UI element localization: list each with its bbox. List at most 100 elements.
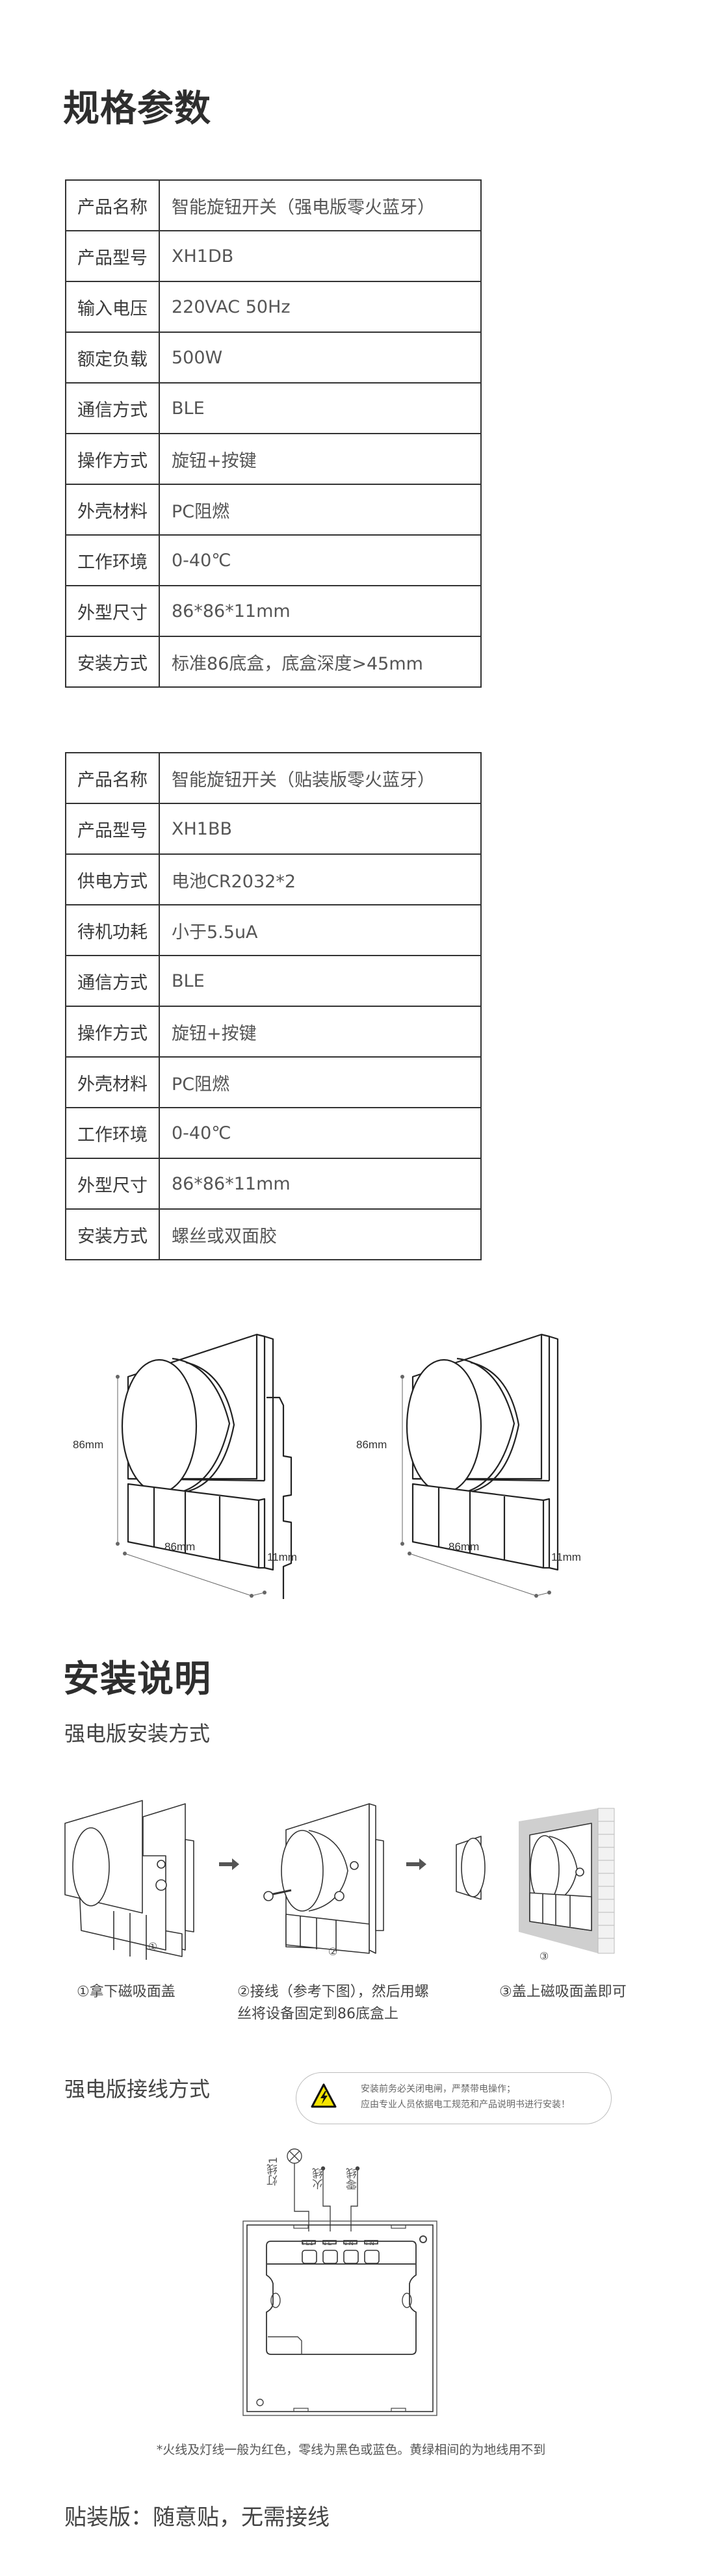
neutral-wire-label: 零线 [346, 2168, 359, 2190]
spec-key: 工作环境 [65, 534, 160, 586]
spec-key: 产品型号 [65, 803, 160, 855]
spec-value: 旋钮+按键 [159, 1006, 482, 1058]
install-step-3-caption: ③盖上磁吸面盖即可 [499, 1984, 627, 2000]
install-step-2-caption-line1: ②接线（参考下图），然后用螺 [237, 1984, 429, 2000]
spec-value: 螺丝或双面胶 [159, 1208, 482, 1260]
spec-row: 操作方式旋钮+按键 [65, 433, 482, 485]
arrow-icon [406, 1858, 426, 1870]
spec-value: XH1BB [159, 803, 482, 855]
install-step-2-illustration: ② [263, 1803, 384, 1958]
spec-key: 工作环境 [65, 1107, 160, 1159]
terminal-label-l: ↓L [322, 2240, 332, 2247]
spec-value: 86*86*11mm [159, 1158, 482, 1210]
spec-row: 操作方式旋钮+按键 [65, 1006, 482, 1058]
dimension-diagram-strong [116, 1333, 292, 1599]
terminal-label-l1: ↑L1 [300, 2240, 314, 2247]
svg-text:③: ③ [540, 1950, 549, 1962]
install-section-title: 安装说明 [63, 1658, 211, 1700]
safety-warning-line2: 应由专业人员依据电工规范和产品说明书进行安装！ [361, 2100, 570, 2110]
spec-key: 外型尺寸 [65, 1158, 160, 1210]
spec-row: 产品名称智能旋钮开关（强电版零火蓝牙） [65, 179, 482, 231]
spec-key: 操作方式 [65, 433, 160, 485]
spec-value: 电池CR2032*2 [159, 853, 482, 905]
safety-warning-line1: 安装前务必关闭电闸，严禁带电操作； [361, 2084, 515, 2094]
spec-row: 产品名称智能旋钮开关（贴装版零火蓝牙） [65, 752, 482, 804]
width-dimension-label: 86mm [448, 1541, 480, 1553]
spec-value: XH1DB [159, 230, 482, 282]
height-dimension-label: 86mm [73, 1438, 104, 1451]
spec-value: BLE [159, 955, 482, 1007]
spec-value: 标准86底盒，底盒深度>45mm [159, 636, 482, 688]
install-step-2-caption-line2: 丝将设备固定到86底盒上 [237, 2006, 398, 2022]
safety-warning-text: 安装前务必关闭电闸，严禁带电操作； 应由专业人员依据电工规范和产品说明书进行安装… [361, 2081, 570, 2113]
spec-key: 待机功耗 [65, 904, 160, 956]
spec-value: PC阻燃 [159, 1056, 482, 1108]
spec-value: 500W [159, 332, 482, 384]
spec-value: 智能旋钮开关（强电版零火蓝牙） [159, 179, 482, 231]
spec-value: 小于5.5uA [159, 904, 482, 956]
spec-row: 供电方式电池CR2032*2 [65, 853, 482, 905]
spec-value: 0-40℃ [159, 1107, 482, 1159]
arrow-icon [219, 1858, 239, 1870]
spec-key: 输入电压 [65, 281, 160, 333]
spec-value: 220VAC 50Hz [159, 281, 482, 333]
spec-value: BLE [159, 382, 482, 434]
live-wire-label: 火线 [313, 2168, 326, 2190]
spec-value: 智能旋钮开关（贴装版零火蓝牙） [159, 752, 482, 804]
height-dimension-label: 86mm [356, 1438, 387, 1451]
wiring-diagram [242, 2148, 437, 2416]
lamp-icon [287, 2148, 302, 2164]
install-step-1-caption: ①拿下磁吸面盖 [77, 1984, 176, 2000]
wiring-subtitle: 强电版接线方式 [64, 2077, 211, 2101]
spec-key: 外型尺寸 [65, 585, 160, 637]
spec-key: 安装方式 [65, 636, 160, 688]
safety-warning-banner [296, 2072, 612, 2124]
spec-value: 86*86*11mm [159, 585, 482, 637]
spec-value: 旋钮+按键 [159, 433, 482, 485]
spec-key: 额定负载 [65, 332, 160, 384]
spec-row: 待机功耗小于5.5uA [65, 904, 482, 956]
terminal-label-n-out: ↑N [364, 2240, 374, 2247]
spec-row: 安装方式标准86底盒，底盒深度>45mm [65, 636, 482, 688]
install-steps-illustration: ① ② [64, 1800, 615, 1962]
spec-key: 操作方式 [65, 1006, 160, 1058]
spec-key: 产品型号 [65, 230, 160, 282]
spec-key: 供电方式 [65, 853, 160, 905]
high-voltage-warning-icon [311, 2083, 337, 2108]
stick-on-title: 贴装版：随意贴，无需接线 [64, 2504, 330, 2530]
live-wire [322, 2168, 331, 2231]
svg-text:①: ① [148, 1940, 157, 1953]
spec-value: 0-40℃ [159, 534, 482, 586]
spec-value: PC阻燃 [159, 484, 482, 536]
wire-color-note: *火线及灯线一般为红色，零线为黑色或蓝色。黄绿相间的为地线用不到 [156, 2443, 546, 2457]
spec-key: 产品名称 [65, 752, 160, 804]
neutral-wire [350, 2168, 358, 2231]
svg-text:②: ② [328, 1945, 337, 1958]
spec-key: 安装方式 [65, 1208, 160, 1260]
install-step-3-illustration: ③ [456, 1808, 615, 1962]
depth-dimension-label: 11mm [551, 1551, 581, 1563]
lamp-wire-label: 灯线1 [267, 2157, 280, 2186]
strong-install-subtitle: 强电版安装方式 [64, 1721, 211, 1746]
spec-section-title: 规格参数 [63, 88, 211, 130]
width-dimension-label: 86mm [164, 1541, 196, 1553]
depth-dimension-label: 11mm [267, 1551, 297, 1563]
spec-row: 安装方式螺丝或双面胶 [65, 1208, 482, 1260]
spec-key: 产品名称 [65, 179, 160, 231]
install-step-1-illustration: ① [64, 1800, 194, 1960]
terminal-label-n-in: ↓N [343, 2240, 354, 2247]
